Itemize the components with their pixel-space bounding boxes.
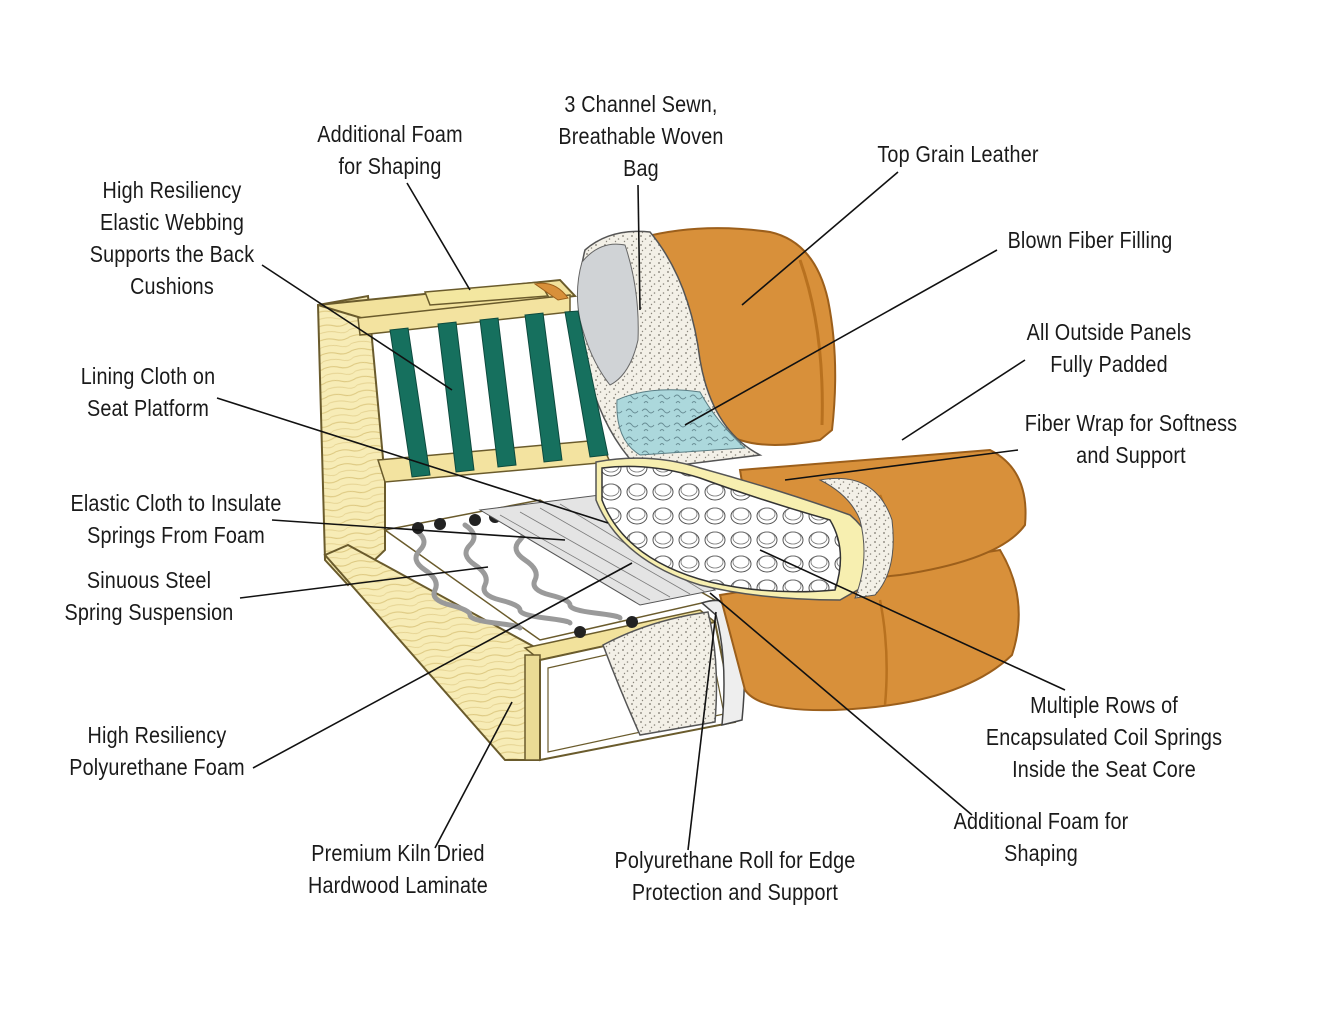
label-line: Sinuous Steel [86, 567, 212, 593]
label-lining-cloth: Lining Cloth on Seat Platform [81, 360, 216, 424]
leader-lines [216, 171, 1066, 851]
label-elastic-cloth: Elastic Cloth to Insulate Springs From F… [71, 487, 282, 551]
label-top-grain-leather: Top Grain Leather [877, 138, 1038, 170]
label-line: Elastic Cloth to Insulate [70, 490, 282, 516]
label-polyurethane-roll: Polyurethane Roll for Edge Protection an… [615, 844, 856, 908]
label-line: Hardwood Laminate [308, 872, 488, 898]
label-line: High Resiliency [87, 722, 227, 748]
label-additional-foam-shaping-top: Additional Foam for Shaping [317, 118, 463, 182]
label-line: Bag [623, 155, 659, 181]
label-kiln-dried-hardwood: Premium Kiln Dried Hardwood Laminate [308, 837, 488, 901]
label-line: Multiple Rows of [1030, 692, 1178, 718]
label-channel-sewn-bag: 3 Channel Sewn, Breathable Woven Bag [558, 88, 723, 184]
label-line: High Resiliency [102, 177, 242, 203]
label-line: Additional Foam for [953, 808, 1129, 834]
label-line: Springs From Foam [87, 522, 265, 548]
label-blown-fiber-filling: Blown Fiber Filling [1008, 224, 1173, 256]
label-line: Breathable Woven [558, 123, 724, 149]
label-line: 3 Channel Sewn, [564, 91, 718, 117]
label-line: Lining Cloth on [80, 363, 216, 389]
label-line: Cushions [130, 273, 214, 299]
label-line: Inside the Seat Core [1012, 756, 1196, 782]
label-line: Additional Foam [317, 121, 463, 147]
label-line: All Outside Panels [1026, 319, 1192, 345]
label-line: Spring Suspension [64, 599, 234, 625]
label-line: and Support [1076, 442, 1186, 468]
back-cushion [576, 227, 837, 471]
label-hr-polyurethane-foam: High Resiliency Polyurethane Foam [69, 719, 245, 783]
label-line: for Shaping [338, 153, 442, 179]
label-sinuous-spring: Sinuous Steel Spring Suspension [65, 564, 234, 628]
label-line: Blown Fiber Filling [1007, 227, 1173, 253]
label-elastic-webbing: High Resiliency Elastic Webbing Supports… [90, 174, 255, 302]
label-line: Supports the Back [89, 241, 255, 267]
label-line: Polyurethane Roll for Edge [614, 847, 856, 873]
label-line: Top Grain Leather [877, 141, 1039, 167]
label-line: Fiber Wrap for Softness [1024, 410, 1238, 436]
elastic-webbing-straps [389, 310, 609, 478]
label-line: Shaping [1004, 840, 1078, 866]
label-fiber-wrap: Fiber Wrap for Softness and Support [1025, 407, 1237, 471]
label-coil-springs: Multiple Rows of Encapsulated Coil Sprin… [986, 689, 1222, 785]
label-line: Seat Platform [86, 395, 210, 421]
label-line: Fully Padded [1050, 351, 1168, 377]
label-line: Premium Kiln Dried [311, 840, 485, 866]
label-outside-panels-padded: All Outside Panels Fully Padded [1027, 316, 1192, 380]
label-line: Encapsulated Coil Springs [985, 724, 1223, 750]
label-line: Polyurethane Foam [69, 754, 245, 780]
label-line: Elastic Webbing [99, 209, 245, 235]
sinuous-springs [412, 517, 623, 631]
label-line: Protection and Support [631, 879, 839, 905]
label-additional-foam-shaping-bottom: Additional Foam for Shaping [954, 805, 1129, 869]
